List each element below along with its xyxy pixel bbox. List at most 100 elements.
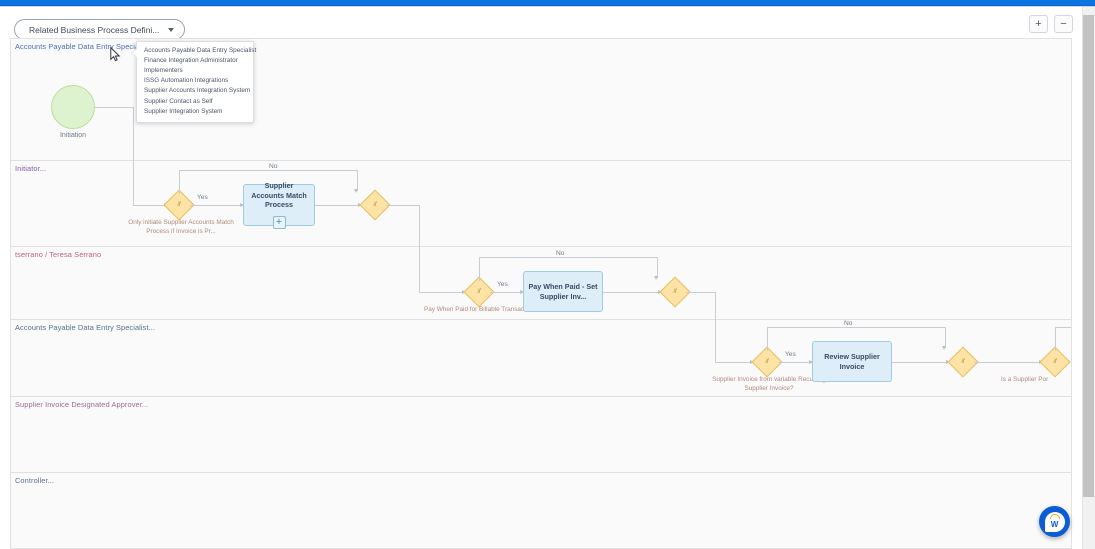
edge-label-no-3: No — [844, 320, 853, 327]
connector-gateway2-to-gateway3 — [419, 292, 464, 293]
gateway-label: if — [477, 289, 481, 295]
tooltip-item: Supplier Contact as Self — [144, 97, 213, 105]
tooltip-item: ISSG Automation Integrations — [144, 77, 229, 85]
task-title: Review Supplier Invoice — [824, 352, 880, 371]
connector-gateway7-no-h — [1055, 327, 1071, 328]
connector-gateway5-no-v2 — [945, 327, 946, 348]
connector-gateway2-to-lane3-h — [386, 205, 419, 206]
gateway-if-2[interactable]: if — [359, 189, 391, 221]
gateway-label: if — [961, 359, 965, 365]
tooltip-item: Supplier Integration System — [144, 107, 223, 115]
gateway-if-1[interactable]: if — [163, 189, 195, 221]
gateway-if-7[interactable]: if — [1039, 346, 1071, 378]
connector-gateway4-to-lane4-v — [715, 292, 716, 362]
arrow-into-task3 — [809, 359, 813, 364]
connector-gateway1-no-h — [179, 170, 357, 171]
connector-gateway2-to-lane3-v — [419, 205, 420, 292]
edge-label-yes-1: Yes — [197, 194, 208, 201]
gateway-label: if — [1053, 359, 1057, 365]
related-bpd-label: Related Business Process Defini... — [29, 24, 160, 35]
connector-start-to-gateway1-h — [95, 107, 133, 108]
mouse-cursor-icon — [110, 47, 121, 62]
gateway-if-3[interactable]: if — [463, 276, 495, 308]
connector-gateway1-no-v — [179, 170, 180, 194]
swimlane-label: Initiator... — [15, 164, 47, 173]
arrow-no-1-down — [354, 189, 359, 193]
connector-start-to-gateway1-v — [133, 107, 134, 205]
start-event-label: Initiation — [59, 132, 87, 139]
swimlane-label: Accounts Payable Data Entry Specialist..… — [15, 42, 156, 51]
zoom-controls: + − — [1029, 15, 1073, 33]
connector-gateway6-to-gateway7 — [974, 362, 1042, 363]
chevron-down-icon — [168, 27, 175, 32]
workday-assistant-button[interactable]: W — [1039, 506, 1070, 537]
assistant-arc-icon — [1049, 514, 1060, 519]
connector-gateway5-no-v — [767, 327, 768, 351]
assistant-label: W — [1050, 519, 1059, 529]
role-list-tooltip: Accounts Payable Data Entry Specialist F… — [136, 41, 257, 123]
tooltip-item: Implementers — [144, 67, 183, 75]
tooltip-item: Finance Integration Administrator — [144, 57, 238, 65]
tooltip-item: Supplier Accounts Integration System — [144, 87, 251, 95]
arrow-no-3-down — [942, 346, 947, 350]
gateway-if-6[interactable]: if — [947, 346, 979, 378]
arrow-into-task1 — [240, 202, 244, 207]
related-business-process-definition-dropdown[interactable]: Related Business Process Defini... — [14, 19, 186, 40]
task-pay-when-paid-set-supplier-inv[interactable]: Pay When Paid - Set Supplier Inv... — [523, 271, 603, 312]
arrow-no-2-down — [654, 276, 659, 280]
gateway-label: if — [673, 289, 677, 295]
task-review-supplier-invoice[interactable]: Review Supplier Invoice — [812, 341, 892, 382]
connector-gateway7-no-v — [1055, 327, 1056, 351]
gateway-label: if — [373, 202, 377, 208]
gateway-1-note: Only initiate Supplier Accounts Match Pr… — [128, 219, 234, 235]
connector-gateway3-no-v — [479, 257, 480, 281]
swimlane-label: Accounts Payable Data Entry Specialist..… — [15, 323, 156, 332]
task-title: Pay When Paid - Set Supplier Inv... — [528, 282, 598, 301]
connector-gateway3-to-task2 — [490, 292, 523, 293]
connector-gateway1-to-task1 — [190, 205, 243, 206]
connector-start-to-gateway1-h2 — [133, 205, 166, 206]
connector-task1-to-gateway2 — [315, 205, 361, 206]
diagram-canvas[interactable]: Accounts Payable Data Entry Specialist..… — [10, 38, 1072, 549]
connector-gateway4-to-gateway5 — [715, 362, 752, 363]
zoom-out-button[interactable]: − — [1054, 15, 1073, 33]
app-top-bar — [0, 0, 1095, 6]
edge-label-yes-3: Yes — [785, 351, 796, 358]
edge-label-no-1: No — [269, 163, 278, 170]
connector-task2-to-gateway4 — [603, 292, 661, 293]
connector-gateway1-no-v2 — [357, 170, 358, 191]
connector-gateway3-no-v2 — [657, 257, 658, 278]
gateway-7-note: Is a Supplier Por — [1001, 376, 1049, 383]
tooltip-item: Accounts Payable Data Entry Specialist — [144, 47, 257, 54]
top-bar-divider — [0, 6, 1095, 7]
swimlane-controller[interactable]: Controller... — [11, 472, 1071, 548]
start-event-initiation[interactable]: Initiation — [51, 85, 95, 139]
swimlane-label: tserrano / Teresa Serrano — [15, 250, 102, 259]
vertical-scrollbar-track[interactable] — [1082, 7, 1095, 549]
gateway-5-note: Supplier Invoice from variable Recurring… — [712, 376, 826, 392]
diagram-toolbar: Related Business Process Defini... + − — [0, 7, 1095, 40]
start-event-circle — [51, 85, 95, 129]
connector-gateway3-no-h — [479, 257, 657, 258]
zoom-in-button[interactable]: + — [1029, 15, 1048, 33]
vertical-scrollbar-thumb[interactable] — [1083, 15, 1094, 497]
arrow-into-task2 — [520, 289, 524, 294]
gateway-label: if — [765, 359, 769, 365]
swimlane-accounts-payable-data-entry-specialist-bottom[interactable]: Accounts Payable Data Entry Specialist..… — [11, 319, 1071, 396]
gateway-if-5[interactable]: if — [751, 346, 783, 378]
assistant-chat-bubble-icon: W — [1044, 511, 1065, 532]
connector-gateway5-no-h — [767, 327, 945, 328]
swimlane-supplier-invoice-designated-approver[interactable]: Supplier Invoice Designated Approver... — [11, 396, 1071, 472]
edge-label-yes-2: Yes — [497, 281, 508, 288]
gateway-3-note: Pay When Paid for Billable Transaction? — [423, 306, 539, 313]
edge-label-no-2: No — [556, 250, 565, 257]
connector-task3-to-gateway6 — [892, 362, 949, 363]
connector-gateway4-to-lane4-h — [686, 292, 715, 293]
gateway-label: if — [177, 202, 181, 208]
task-supplier-accounts-match-process[interactable]: Supplier Accounts Match Process + — [243, 181, 315, 229]
expand-subprocess-icon[interactable]: + — [272, 215, 286, 229]
connector-gateway5-to-task3 — [778, 362, 812, 363]
gateway-if-4[interactable]: if — [659, 276, 691, 308]
swimlane-label: Supplier Invoice Designated Approver... — [15, 400, 149, 409]
task-title: Supplier Accounts Match Process — [251, 181, 307, 210]
